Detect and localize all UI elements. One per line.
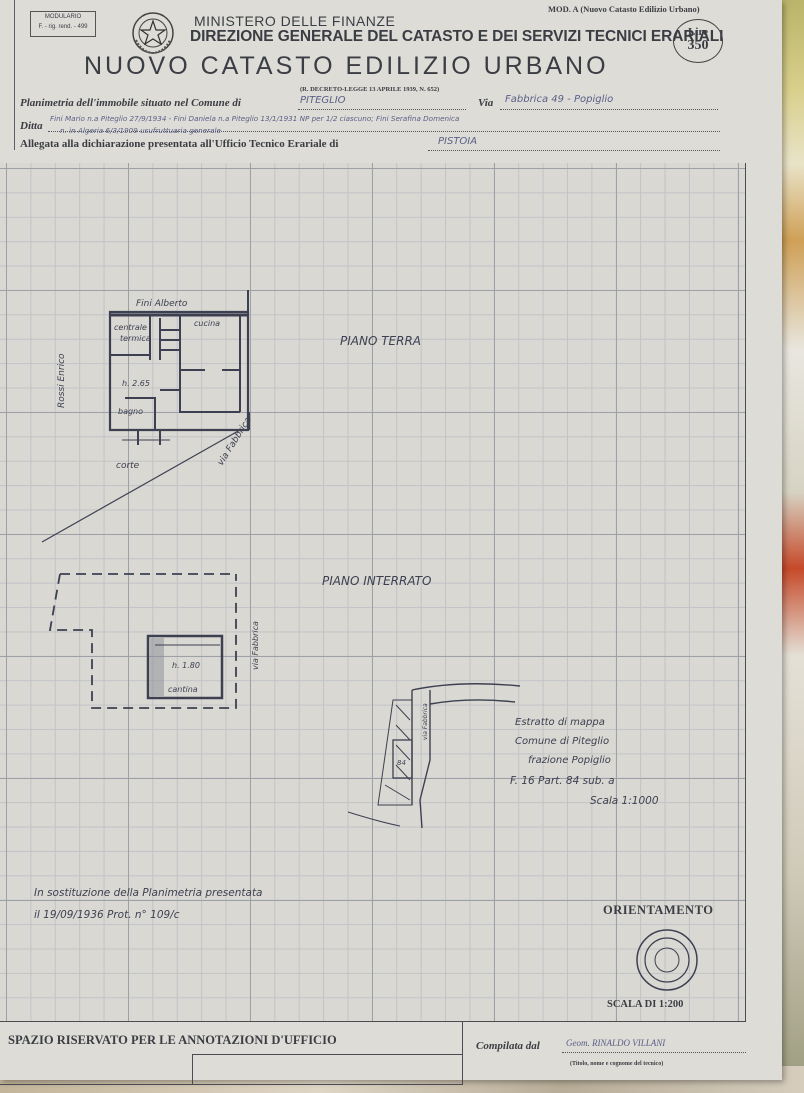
- via-value: Fabbrica 49 - Popiglio: [505, 94, 614, 105]
- compiled-by-value: Geom. RINALDO VILLANI: [566, 1038, 666, 1048]
- graph-paper-grid: [0, 163, 746, 1022]
- ministry-name: MINISTERO DELLE FINANZE: [194, 13, 396, 29]
- ditta-underline: [48, 131, 720, 132]
- compiled-by-underline: [562, 1052, 746, 1053]
- modulario-line2: F. - rig. rend. - 499: [38, 24, 88, 30]
- compiled-by-label: Compilata dal: [476, 1040, 540, 1052]
- annotations-box: [0, 1021, 463, 1085]
- republic-emblem-icon: [132, 12, 174, 55]
- comune-value: PITEGLIO: [300, 95, 346, 106]
- room-bagno: bagno: [118, 407, 143, 416]
- extract-line2: Comune di Piteglio: [515, 736, 609, 747]
- room-cucina: cucina: [194, 319, 220, 328]
- extract-line5: Scala 1:1000: [590, 795, 659, 807]
- document-title: NUOVO CATASTO EDILIZIO URBANO: [84, 52, 609, 80]
- height-basement: h. 1.80: [172, 661, 200, 670]
- scale-label: SCALA DI 1:200: [607, 999, 684, 1010]
- annotations-label: SPAZIO RISERVATO PER LE ANNOTAZIONI D'UF…: [8, 1033, 337, 1047]
- ditta-value-line2: n. in Algeria 6/3/1909 usufruttuaria gen…: [60, 126, 221, 135]
- fee-value: 350: [687, 38, 709, 53]
- annotations-subbox: [192, 1054, 463, 1085]
- fee-label: Lire: [688, 26, 708, 38]
- note-line2: il 19/09/1936 Prot. n° 109/c: [34, 909, 180, 921]
- ufficio-value: PISTOIA: [438, 136, 478, 147]
- modulario-box: MODULARIO F. - rig. rend. - 499: [30, 11, 96, 37]
- ground-floor-walls: [108, 290, 250, 445]
- ditta-label: Ditta: [20, 120, 43, 132]
- extract-line3: frazione Popiglio: [528, 755, 611, 766]
- ground-floor-title: PIANO TERRA: [340, 334, 421, 348]
- cadastral-sheet: MODULARIO F. - rig. rend. - 499 MOD. A (…: [0, 0, 782, 1085]
- comune-underline: [298, 109, 466, 110]
- basement-walls: [48, 573, 237, 709]
- north-owner: Fini Alberto: [136, 299, 188, 309]
- extract-line1: Estratto di mappa: [515, 717, 605, 728]
- mod-label: MOD. A (Nuovo Catasto Edilizio Urbano): [548, 4, 700, 14]
- room-centrale: centrale: [114, 323, 147, 332]
- orientation-label: ORIENTAMENTO: [603, 903, 714, 917]
- modulario-line1: MODULARIO: [44, 14, 82, 20]
- basement-title: PIANO INTERRATO: [322, 574, 431, 588]
- note-line1: In sostituzione della Planimetria presen…: [34, 887, 263, 899]
- map-extract-drawing: [347, 683, 521, 829]
- planimetria-label: Planimetria dell'immobile situato nel Co…: [20, 97, 241, 109]
- street-basement: via Fabbrica: [251, 621, 260, 670]
- height-ground: h. 2.65: [122, 379, 150, 388]
- ufficio-underline: [428, 150, 720, 151]
- corte-label: corte: [116, 461, 140, 471]
- via-underline: [500, 109, 718, 110]
- compass-rose-icon: [636, 929, 698, 991]
- west-owner: Rossi Enrico: [57, 353, 67, 408]
- extract-line4: F. 16 Part. 84 sub. a: [510, 775, 615, 787]
- room-termica: termica: [120, 334, 151, 343]
- map-parcel: 84: [397, 759, 406, 767]
- compiled-by-caption: (Titolo, nome e cognome del tecnico): [570, 1061, 664, 1067]
- floor-plan-drawing: PIANO TERRA PIANO INTERRATO Fini Alberto…: [34, 290, 698, 991]
- allegata-label: Allegata alla dichiarazione presentata a…: [20, 138, 339, 150]
- map-street: via Fabbrica: [422, 703, 429, 740]
- ground-corte-line: [41, 429, 241, 543]
- fee-stamp: Lire 350: [673, 19, 723, 63]
- via-label: Via: [478, 97, 494, 109]
- street-ground: via Fabbrica: [216, 416, 254, 468]
- room-cantina: cantina: [168, 685, 198, 694]
- ditta-value-line1: Fini Mario n.a Piteglio 27/9/1934 - Fini…: [50, 114, 460, 123]
- direction-name: DIREZIONE GENERALE DEL CATASTO E DEI SER…: [190, 28, 724, 45]
- decree-reference: (R. DECRETO-LEGGE 13 APRILE 1939, N. 652…: [300, 86, 440, 93]
- sheet-edge: [0, 0, 15, 150]
